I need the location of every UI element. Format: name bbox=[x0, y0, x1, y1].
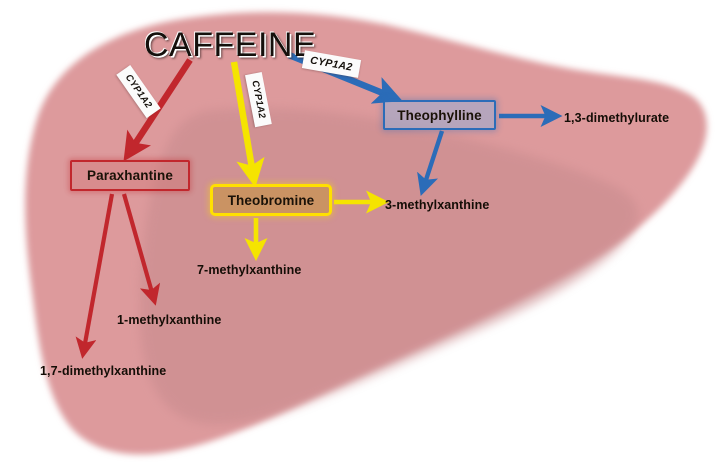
node-paraxanthine: Paraxhantine bbox=[70, 160, 190, 191]
page-title: CAFFEINE bbox=[144, 26, 317, 64]
node-theophylline: Theophylline bbox=[383, 100, 496, 130]
metabolite-13-dimethylurate: 1,3-dimethylurate bbox=[564, 111, 670, 125]
metabolite-3-methylxanthine: 3-methylxanthine bbox=[385, 198, 490, 212]
node-theobromine: Theobromine bbox=[210, 184, 332, 216]
metabolite-1-methylxanthine: 1-methylxanthine bbox=[117, 313, 222, 327]
metabolite-7-methylxanthine: 7-methylxanthine bbox=[197, 263, 302, 277]
metabolite-17-dimethylxanthine: 1,7-dimethylxanthine bbox=[40, 364, 167, 378]
